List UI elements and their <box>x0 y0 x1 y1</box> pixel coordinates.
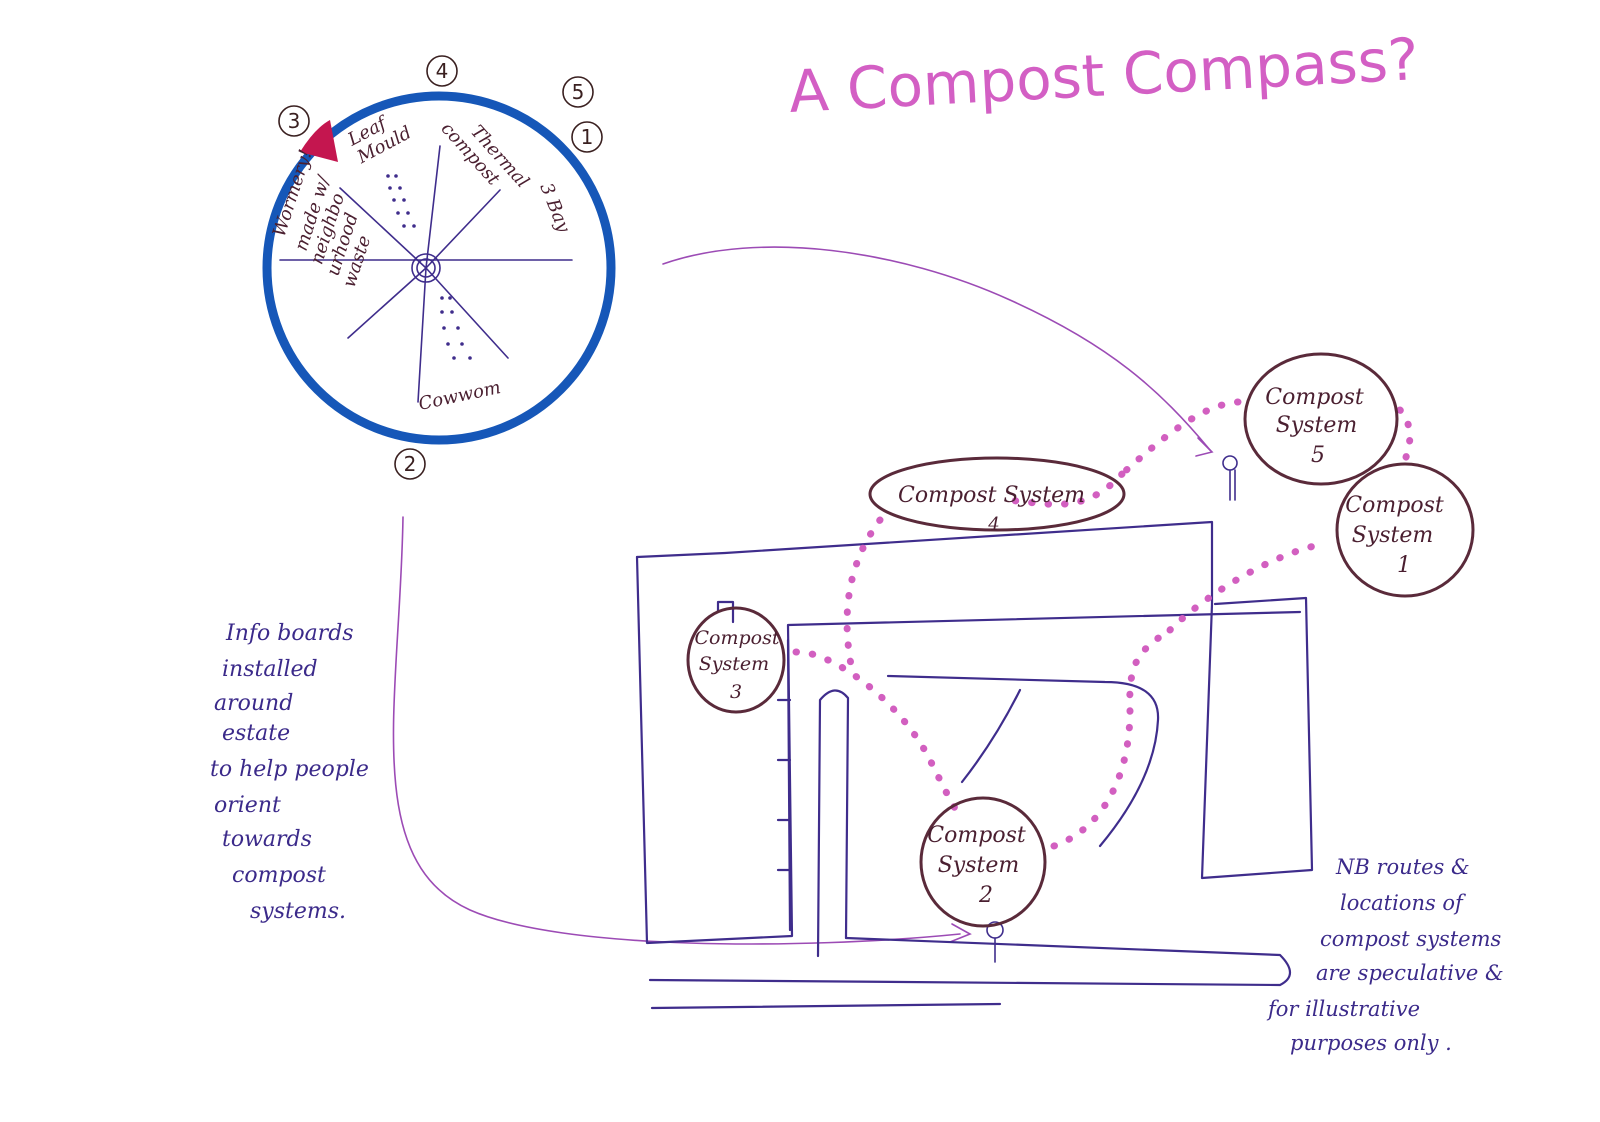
route <box>1050 626 1174 850</box>
route <box>1166 542 1318 634</box>
walkway <box>816 689 850 958</box>
guide-arrowhead <box>1195 437 1214 457</box>
building-notches <box>776 698 792 872</box>
segment-cowwom: Cowwom <box>417 377 503 415</box>
title: A Compost Compass? <box>787 25 1420 126</box>
building-outline <box>635 555 1302 945</box>
building-outline <box>786 638 792 932</box>
disclaimer-note: NB routes & locations of compost systems… <box>1266 855 1510 1055</box>
building-outline <box>1200 596 1314 880</box>
walkway <box>648 936 1292 987</box>
compass-needle <box>279 145 573 403</box>
map-pin-icon <box>986 921 1004 963</box>
svg-text:1: 1 <box>581 125 594 149</box>
compost-system-4: Compost System 4 <box>868 456 1126 535</box>
info-boards-note: Info boards installed around estate to h… <box>210 621 376 924</box>
route <box>843 516 884 674</box>
walkway <box>650 1002 1002 1010</box>
svg-text:Compost System 4: Compost System 4 <box>898 483 1092 535</box>
svg-text:Compost System 1: Compost System 1 <box>1345 493 1450 578</box>
compass: Leaf Mould Thermal compost 3 Bay Wormery… <box>262 55 616 480</box>
building-outline <box>716 600 735 624</box>
segment-three-bay: 3 Bay <box>535 180 574 236</box>
marker-3: 3 <box>278 105 310 137</box>
svg-text:Compost System 5: Compost System 5 <box>1265 385 1370 468</box>
svg-text:5: 5 <box>572 80 585 104</box>
guide-lines <box>392 246 1214 945</box>
marker-2: 2 <box>394 448 426 480</box>
courtyard-path <box>960 688 1022 784</box>
map-pin-icon <box>1222 455 1238 501</box>
guide-arrowhead <box>949 923 972 943</box>
svg-text:2: 2 <box>404 452 417 476</box>
route <box>1396 406 1414 466</box>
route <box>792 648 960 814</box>
route <box>996 470 1126 508</box>
guide-line-compass-to-board <box>662 246 1211 451</box>
compost-system-5: Compost System 5 <box>1243 352 1399 486</box>
courtyard-path <box>886 674 1160 848</box>
compost-system-1: Compost System 1 <box>1335 462 1475 598</box>
compass-dots <box>386 174 472 360</box>
compost-system-3: Compost System 3 <box>686 606 786 714</box>
marker-1: 1 <box>571 121 603 153</box>
warning-wedge <box>300 120 338 162</box>
marker-5: 5 <box>562 76 594 108</box>
marker-4: 4 <box>426 55 458 87</box>
svg-text:3: 3 <box>288 109 301 133</box>
compass-ring <box>262 91 616 445</box>
route <box>1118 398 1242 478</box>
building-outline <box>635 520 1214 606</box>
guide-line-notes-to-board <box>392 516 961 945</box>
svg-text:Compost System 3: Compost System 3 <box>694 627 785 703</box>
svg-text:4: 4 <box>436 59 449 83</box>
compost-system-2: Compost System 2 <box>919 796 1047 928</box>
svg-text:Compost System 2: Compost System 2 <box>927 823 1032 908</box>
estate-plan <box>635 520 1314 1010</box>
routes <box>792 398 1414 850</box>
compass-markers: 1 2 3 4 5 <box>278 55 603 480</box>
